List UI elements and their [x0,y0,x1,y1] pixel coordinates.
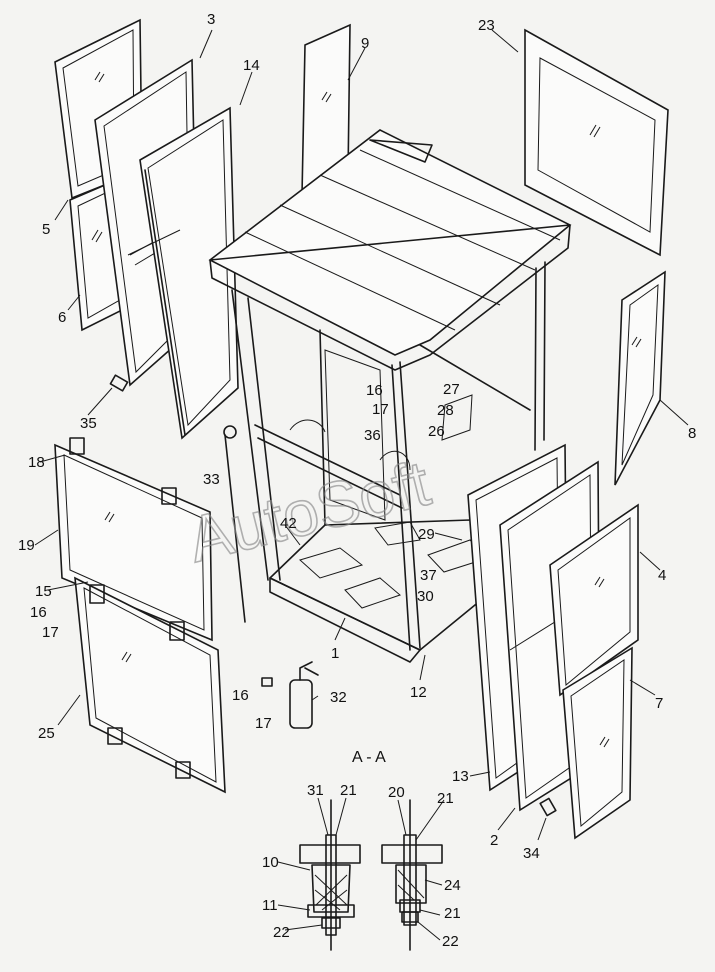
glass-panel-8 [614,270,666,486]
part-label-23: 23 [478,17,495,34]
handle-34 [539,797,557,817]
part-label-16c: 16 [232,687,249,704]
part-label-6: 6 [58,309,66,326]
part-label-10: 10 [262,854,279,871]
part-label-33: 33 [203,471,220,488]
windshield-25 [74,576,226,794]
part-label-36: 36 [364,427,381,444]
leader-lines [34,29,689,941]
part-label-25: 25 [38,725,55,742]
part-label-15: 15 [35,583,52,600]
part-label-16a: 16 [366,382,383,399]
section-aa-left [299,799,361,951]
part-label-32: 32 [330,689,347,706]
part-label-35: 35 [80,415,97,432]
part-label-29: 29 [418,526,435,543]
part-label-31: 31 [307,782,324,799]
part-label-28: 28 [437,402,454,419]
door-frame-14 [127,106,239,440]
part-label-1: 1 [331,645,339,662]
part-label-17c: 17 [255,715,272,732]
part-label-18: 18 [28,454,45,471]
watermark: AutoSoft [181,447,437,576]
hinge-35 [109,374,129,392]
part-label-7: 7 [655,695,663,712]
glass-panel-23 [524,28,669,257]
part-label-27: 27 [443,381,460,398]
part-label-20: 20 [388,784,405,801]
part-label-24: 24 [444,877,461,894]
part-label-14: 14 [243,57,260,74]
part-label-2: 2 [490,832,498,849]
part-label-16b: 16 [30,604,47,621]
part-label-12: 12 [410,684,427,701]
part-label-17a: 17 [372,401,389,418]
part-label-21a: 21 [340,782,357,799]
part-label-30: 30 [417,588,434,605]
fire-extinguisher-32 [261,661,319,729]
part-label-9: 9 [361,35,369,52]
part-label-17b: 17 [42,624,59,641]
part-label-4: 4 [658,567,666,584]
part-label-19: 19 [18,537,35,554]
part-label-37: 37 [420,567,437,584]
section-title: A - A [352,749,386,766]
part-label-21c: 21 [444,905,461,922]
part-label-8: 8 [688,425,696,442]
part-label-21b: 21 [437,790,454,807]
glass-panel-7 [562,646,633,840]
part-label-42: 42 [280,515,297,532]
cab-body-1 [208,129,572,663]
part-label-22b: 22 [442,933,459,950]
glass-panel-4 [549,503,639,697]
section-aa-right [381,799,443,951]
part-label-3: 3 [207,11,215,28]
part-label-11: 11 [262,897,278,914]
part-label-22a: 22 [273,924,290,941]
part-label-34: 34 [523,845,540,862]
wiper-rod-33 [223,425,246,623]
part-label-5: 5 [42,221,50,238]
part-label-26: 26 [428,423,445,440]
part-label-13: 13 [452,768,469,785]
